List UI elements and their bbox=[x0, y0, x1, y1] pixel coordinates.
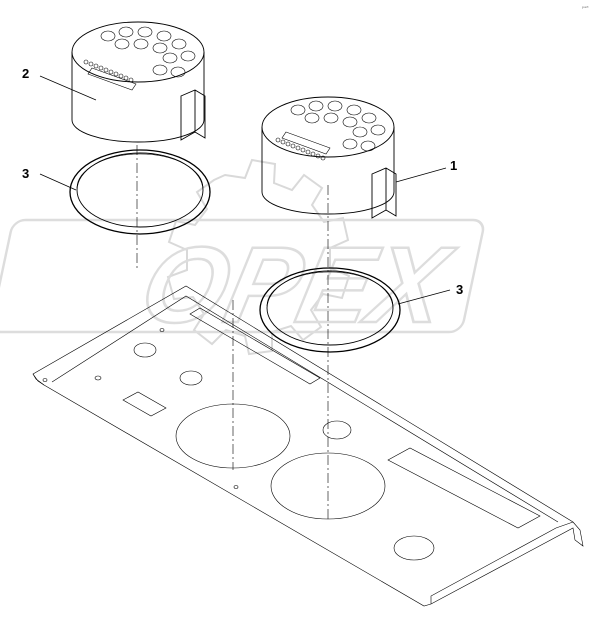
gauge-1-buttons bbox=[290, 100, 386, 152]
small-hole-1 bbox=[133, 342, 157, 358]
tiny-hole-2 bbox=[42, 378, 48, 382]
panel-inner-fold bbox=[51, 295, 559, 523]
opex-watermark: OPEX bbox=[0, 158, 485, 356]
gauge-2-top bbox=[71, 21, 205, 83]
tiny-hole-4 bbox=[159, 328, 165, 332]
gauge-2-buttons bbox=[100, 26, 196, 78]
callout-2: 2 bbox=[22, 66, 29, 81]
seal-ring-left bbox=[69, 149, 211, 235]
corner-mark: ᵖᵃʳᵗ bbox=[582, 6, 589, 12]
gauge-2 bbox=[71, 21, 206, 143]
slot-strip-lower bbox=[387, 447, 541, 529]
ring-right-inner bbox=[266, 270, 394, 346]
leader-1 bbox=[395, 167, 447, 183]
callout-3-right: 3 bbox=[456, 282, 463, 297]
ring-left-outer bbox=[69, 149, 211, 235]
gauge-2-bracket bbox=[180, 89, 206, 141]
small-hole-2 bbox=[179, 370, 203, 386]
leader-2 bbox=[39, 75, 97, 101]
small-hole-3 bbox=[322, 420, 352, 440]
dashboard-panel bbox=[32, 285, 584, 607]
leader-3b bbox=[397, 289, 451, 305]
ring-left-lip bbox=[76, 153, 204, 189]
gauge-1-top bbox=[261, 96, 395, 158]
callout-1: 1 bbox=[450, 158, 457, 173]
gauge-1-body bbox=[261, 127, 395, 215]
tiny-hole-1 bbox=[94, 375, 102, 381]
watermark-box bbox=[0, 218, 485, 334]
seal-ring-right bbox=[259, 267, 401, 353]
ring-right-lip bbox=[266, 271, 394, 307]
small-hole-4 bbox=[393, 535, 435, 561]
gauge-2-indicator-row bbox=[83, 59, 134, 83]
rect-cutout bbox=[122, 391, 167, 417]
leader-lines bbox=[39, 75, 451, 305]
gauge-2-display bbox=[87, 67, 137, 91]
watermark-text: OPEX bbox=[131, 225, 463, 346]
gauge-2-body bbox=[71, 52, 205, 143]
gauge-1-indicator-row bbox=[275, 137, 326, 161]
leader-3a bbox=[39, 173, 77, 191]
gauge-1 bbox=[261, 96, 397, 219]
ring-left-inner bbox=[76, 152, 204, 228]
panel-lip bbox=[32, 373, 574, 604]
gauge-1-bracket bbox=[371, 167, 397, 219]
tiny-hole-3 bbox=[233, 485, 239, 489]
watermark-gear bbox=[166, 158, 351, 356]
slot-strip-upper bbox=[189, 307, 321, 385]
callout-3-left: 3 bbox=[22, 166, 29, 181]
gauge-1-display bbox=[281, 131, 331, 155]
ring-right-outer bbox=[259, 267, 401, 353]
